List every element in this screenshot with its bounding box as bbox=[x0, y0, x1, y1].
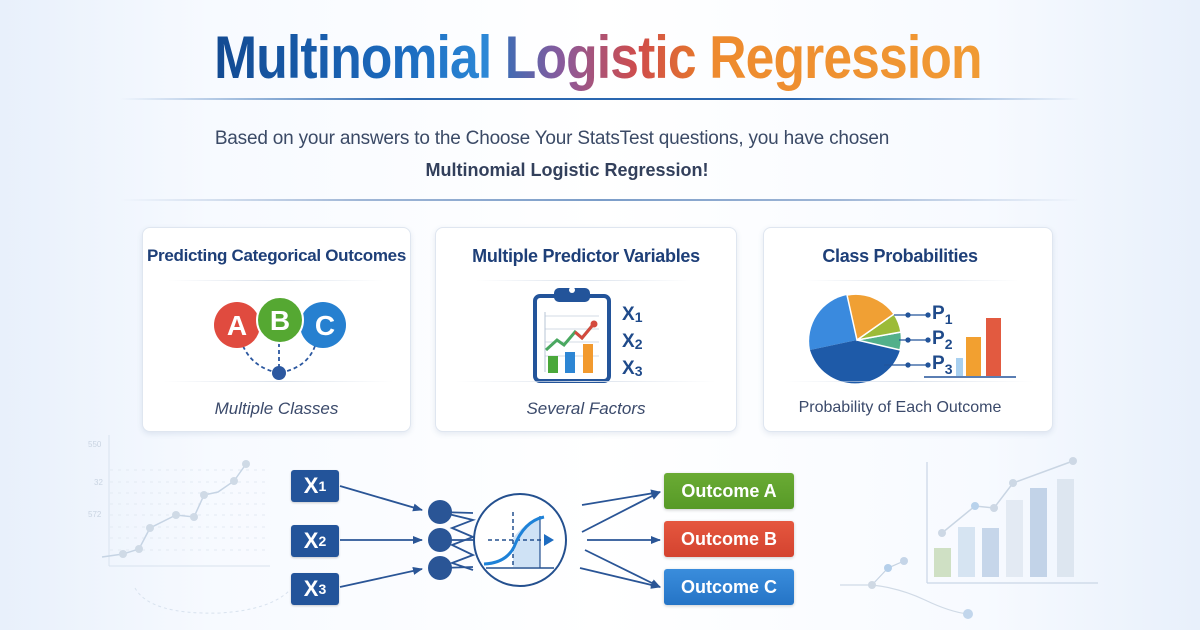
card-divider bbox=[168, 280, 383, 281]
background-bar-chart-right bbox=[840, 457, 1098, 619]
card-title: Predicting Categorical Outcomes bbox=[147, 246, 406, 265]
predictor-label-subscript: 2 bbox=[634, 336, 643, 352]
outcome-c-box: Outcome C bbox=[664, 569, 794, 605]
title-word-multinomial: Multinomial bbox=[214, 24, 492, 91]
card-caption: Several Factors bbox=[526, 399, 646, 418]
input-subscript: 1 bbox=[318, 478, 327, 494]
input-subscript: 3 bbox=[318, 581, 327, 597]
card-categorical-outcomes: Predicting Categorical Outcomes A B C Mu… bbox=[142, 227, 411, 432]
title-divider bbox=[120, 98, 1080, 100]
chosen-test-text: Multinomial Logistic Regression! bbox=[425, 160, 709, 180]
svg-text:C: C bbox=[315, 310, 335, 341]
input-label: X bbox=[303, 528, 319, 553]
abc-classes-icon: A B C bbox=[214, 298, 346, 380]
probability-label-subscript: 3 bbox=[944, 360, 953, 377]
clipboard-chart-icon bbox=[533, 287, 611, 383]
input-label: X bbox=[303, 576, 319, 601]
probability-label-p2: P2 bbox=[932, 328, 952, 352]
page-title: Multinomial Logistic Regression bbox=[82, 18, 1114, 98]
predictor-label-text: X bbox=[622, 304, 635, 325]
outcome-b-box: Outcome B bbox=[664, 521, 794, 557]
predictor-label-subscript: 1 bbox=[634, 309, 643, 325]
probability-label-p3: P3 bbox=[932, 353, 952, 377]
svg-text:572: 572 bbox=[88, 510, 102, 519]
probability-label-subscript: 1 bbox=[944, 310, 953, 327]
predictor-label-x1: X1 bbox=[622, 304, 642, 326]
pie-chart-icon bbox=[809, 293, 903, 384]
probability-label-text: P bbox=[932, 328, 945, 349]
input-label: X bbox=[303, 473, 319, 498]
input-subscript: 2 bbox=[318, 533, 327, 549]
card-divider bbox=[804, 280, 1019, 281]
card-predictor-variables: Multiple Predictor Variables X1 X2 X3 Se… bbox=[435, 227, 737, 432]
sigmoid-curve-icon bbox=[473, 493, 567, 587]
title-word-regression: Regression bbox=[709, 24, 982, 91]
card-class-probabilities: Class Probabilities P1 P2 P3 Probability… bbox=[763, 227, 1053, 432]
card-divider bbox=[476, 280, 691, 281]
flow-connectors bbox=[339, 485, 661, 589]
predictor-label-x3: X3 bbox=[622, 358, 642, 380]
card-caption: Probability of Each Outcome bbox=[798, 399, 1002, 416]
card-divider bbox=[784, 381, 1034, 382]
card-divider bbox=[163, 381, 393, 382]
probability-label-text: P bbox=[932, 353, 945, 374]
predictor-label-x2: X2 bbox=[622, 331, 642, 353]
card-title: Multiple Predictor Variables bbox=[472, 246, 700, 266]
probability-bar-chart-icon bbox=[924, 318, 1016, 378]
intro-text: Based on your answers to the Choose Your… bbox=[214, 128, 890, 149]
svg-text:32: 32 bbox=[94, 478, 103, 487]
intro-divider bbox=[120, 199, 1080, 201]
outcome-a-box: Outcome A bbox=[664, 473, 794, 509]
probability-label-subscript: 2 bbox=[944, 335, 953, 352]
probability-label-p1: P1 bbox=[932, 303, 952, 327]
predictor-label-text: X bbox=[622, 358, 635, 379]
probability-label-text: P bbox=[932, 303, 945, 324]
card-title: Class Probabilities bbox=[822, 246, 978, 266]
card-caption: Multiple Classes bbox=[214, 399, 339, 418]
predictor-label-subscript: 3 bbox=[634, 363, 643, 379]
svg-text:B: B bbox=[270, 305, 290, 336]
background-line-chart-left: 550 32 572 bbox=[88, 435, 290, 614]
svg-text:A: A bbox=[227, 310, 247, 341]
svg-text:550: 550 bbox=[88, 440, 102, 449]
card-divider bbox=[456, 381, 716, 382]
probability-connectors bbox=[884, 312, 931, 368]
predictor-label-text: X bbox=[622, 331, 635, 352]
title-word-logistic: Logistic bbox=[504, 24, 697, 91]
